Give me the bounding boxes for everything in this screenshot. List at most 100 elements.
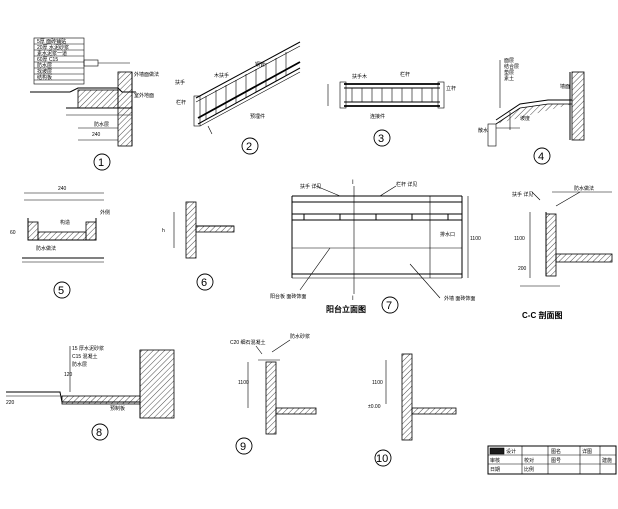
svg-text:外墙面做法: 外墙面做法	[134, 71, 159, 78]
detail-3-drawing: 扶手木 栏杆 立杆 连接件	[327, 71, 456, 120]
detail-6-drawing: h	[162, 201, 235, 259]
detail-4-marker	[533, 147, 551, 165]
detail-9-marker	[235, 437, 253, 455]
svg-text:校对: 校对	[524, 457, 534, 464]
detail-6-marker	[196, 273, 214, 291]
svg-text:120: 120	[64, 372, 73, 378]
svg-text:防水做法: 防水做法	[36, 245, 56, 252]
svg-text:1100: 1100	[514, 236, 525, 242]
detail-5-number: 5	[58, 285, 64, 297]
svg-text:散水: 散水	[478, 127, 488, 134]
svg-text:1100: 1100	[238, 380, 249, 386]
svg-text:外侧: 外侧	[100, 209, 110, 216]
detail-2-number: 2	[246, 141, 252, 153]
svg-text:5厚 面砖铺贴: 5厚 面砖铺贴	[37, 38, 66, 45]
svg-text:构造: 构造	[60, 219, 70, 226]
detail-4-drawing: 面层 结合层 垫层 素土 墙面 散水 坡度	[478, 58, 585, 147]
detail-3-number: 3	[378, 133, 384, 145]
svg-text:预埋件: 预埋件	[250, 113, 265, 120]
svg-text:防水层: 防水层	[37, 62, 52, 69]
svg-text:垫层: 垫层	[504, 69, 514, 76]
balcony-elevation-caption: 阳台立面图	[326, 304, 366, 314]
svg-text:60厚 C15: 60厚 C15	[37, 57, 58, 63]
detail-7-height-dim: 1100	[470, 236, 481, 242]
svg-text:栏杆 详见: 栏杆 详见	[396, 181, 417, 188]
svg-text:扶手: 扶手	[175, 79, 185, 86]
svg-text:连接件: 连接件	[370, 113, 385, 120]
detail-7-marker	[381, 296, 399, 314]
svg-text:墙面: 墙面	[560, 83, 570, 90]
title-block: 设计 图名 详图 审核 校对 图号 建施 日期 比例	[487, 445, 617, 475]
svg-text:1100: 1100	[372, 380, 383, 386]
svg-text:200: 200	[518, 266, 527, 272]
svg-text:建施: 建施	[602, 457, 612, 464]
detail-5-width-dim: 240	[58, 186, 67, 192]
svg-text:h: h	[162, 228, 165, 234]
detail-7-number: 7	[386, 300, 392, 312]
svg-text:图号: 图号	[551, 458, 561, 464]
detail-4-number: 4	[538, 151, 544, 163]
svg-text:栏杆: 栏杆	[400, 71, 410, 78]
svg-text:栏杆: 栏杆	[176, 99, 186, 106]
svg-text:结合层: 结合层	[504, 63, 519, 70]
detail-9-drawing: C20 细石混凝土 防水砂浆 1100	[230, 333, 317, 435]
svg-text:比例: 比例	[524, 466, 534, 473]
detail-1-number: 1	[98, 157, 104, 169]
detail-6-number: 6	[201, 277, 207, 289]
svg-text:防水做法: 防水做法	[574, 185, 594, 192]
detail-10-number: 10	[376, 453, 388, 465]
svg-text:15 厚水泥砂浆: 15 厚水泥砂浆	[72, 345, 104, 352]
svg-text:素水泥浆一道: 素水泥浆一道	[37, 50, 67, 57]
svg-text:审核: 审核	[490, 457, 500, 464]
svg-text:素土: 素土	[504, 75, 514, 82]
svg-text:找坡层: 找坡层	[37, 68, 52, 75]
svg-text:20厚 水泥砂浆: 20厚 水泥砂浆	[37, 44, 69, 51]
svg-text:扶手 详见: 扶手 详见	[512, 191, 533, 198]
svg-text:外墙 面砖饰面: 外墙 面砖饰面	[444, 295, 475, 302]
svg-text:坡度: 坡度	[520, 115, 530, 122]
detail-7-drawing: 扶手 详见 栏杆 详见 阳台板 面砖饰面 外墙 面砖饰面 I I 1100 排水…	[270, 180, 481, 302]
svg-text:阳台板 面砖饰面: 阳台板 面砖饰面	[270, 293, 306, 300]
detail-8-drawing: 15 厚水泥砂浆 C15 混凝土 防水层 预制板 220 120	[6, 345, 175, 419]
svg-text:防水层: 防水层	[72, 361, 87, 368]
svg-text:扶手 详见: 扶手 详见	[300, 183, 321, 190]
svg-text:扶手木: 扶手木	[352, 73, 367, 80]
svg-text:排水口: 排水口	[440, 231, 455, 238]
svg-text:设计: 设计	[506, 448, 516, 455]
svg-text:钢管: 钢管	[255, 61, 265, 68]
detail-8-number: 8	[96, 427, 102, 439]
detail-1-drawing: 5厚 面砖铺贴 20厚 水泥砂浆 素水泥浆一道 60厚 C15 防水层 找坡层 …	[30, 37, 159, 147]
svg-text:图名: 图名	[551, 448, 561, 455]
detail-10-drawing: 1100 ±0.00	[368, 353, 457, 441]
svg-text:立杆: 立杆	[446, 85, 456, 92]
detail-3-marker	[373, 129, 391, 147]
cut-mark-top: I	[352, 180, 354, 186]
detail-8-marker	[91, 423, 109, 441]
detail-5-drawing: 240 构造 防水做法 60 外侧	[10, 186, 110, 263]
svg-text:C20 细石混凝土: C20 细石混凝土	[230, 339, 266, 346]
svg-text:详图: 详图	[582, 448, 592, 455]
svg-text:日期: 日期	[490, 467, 500, 473]
svg-text:预制板: 预制板	[110, 405, 125, 412]
detail-10-marker	[374, 449, 392, 467]
svg-text:结构板: 结构板	[37, 74, 52, 81]
section-cc-caption: C-C 剖面图	[522, 310, 562, 320]
detail-2-drawing: 扶手 栏杆 木扶手 钢管 预埋件	[175, 41, 301, 135]
svg-text:±0.00: ±0.00	[368, 404, 381, 410]
detail-9-number: 9	[240, 441, 246, 453]
section-cc-drawing: 扶手 详见 防水做法 1100 200	[512, 185, 613, 287]
svg-text:60: 60	[10, 230, 16, 236]
svg-text:220: 220	[6, 400, 15, 406]
svg-text:C15 混凝土: C15 混凝土	[72, 353, 98, 360]
svg-text:木扶手: 木扶手	[214, 72, 229, 79]
cut-mark-bottom: I	[352, 296, 354, 302]
svg-text:防水层: 防水层	[94, 121, 109, 128]
detail-1-marker	[93, 153, 111, 171]
svg-text:防水砂浆: 防水砂浆	[290, 333, 310, 340]
detail-1-width-dim: 240	[92, 132, 101, 138]
detail-5-marker	[53, 281, 71, 299]
detail-2-marker	[241, 137, 259, 155]
svg-text:室外地面: 室外地面	[134, 92, 154, 99]
